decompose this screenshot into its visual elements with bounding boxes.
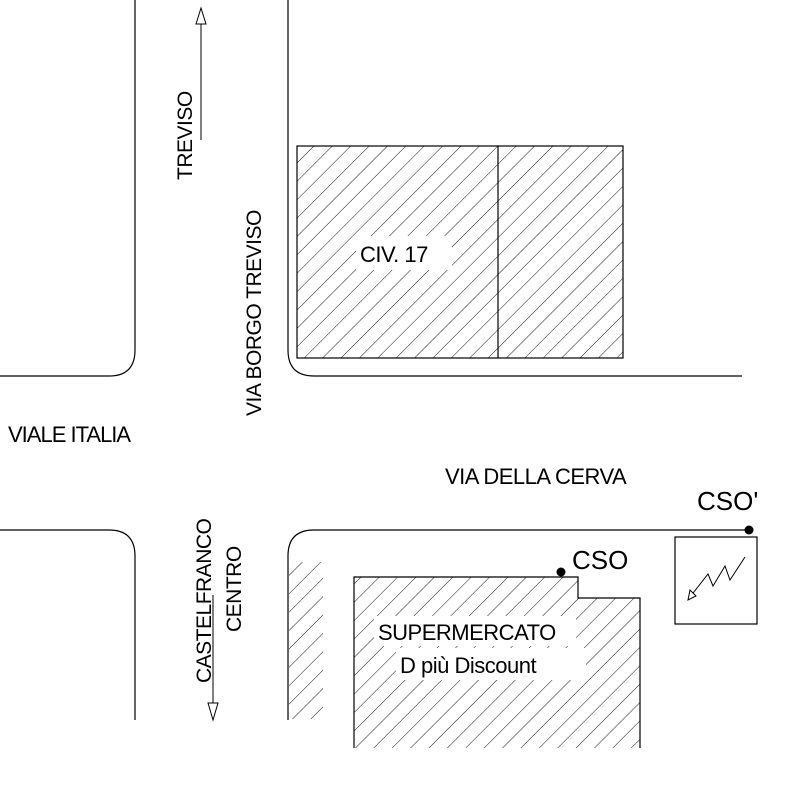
building-label-discount: D più Discount [400, 653, 536, 678]
building-label-supermercato: SUPERMERCATO [378, 620, 556, 645]
street-label-via-della-cerva: VIA DELLA CERVA [445, 464, 627, 489]
road-edge-top-right [287, 0, 742, 377]
direction-label-treviso: TREVISO [174, 91, 197, 180]
arrow-down-icon [207, 702, 219, 722]
cso-prime-dot [744, 525, 754, 535]
building-supermercato [353, 576, 641, 748]
arrow-up-icon [195, 6, 207, 25]
road-edge-top-left [0, 0, 136, 377]
labels: VIALE ITALIA VIA DELLA CERVA VIA BORGO T… [8, 91, 758, 683]
electrical-cabinet [674, 536, 758, 625]
hatched-strip [289, 562, 323, 719]
cso-dot [556, 567, 566, 577]
building-label-civ17: CIV. 17 [360, 242, 428, 267]
point-label-cso-prime: CSO' [697, 486, 758, 516]
direction-label-castelfranco: CASTELFRANCO [193, 518, 216, 683]
lightning-icon [689, 556, 746, 598]
street-label-viale-italia: VIALE ITALIA [8, 422, 131, 447]
direction-label-centro: CENTRO [223, 546, 246, 632]
connection-points [556, 525, 754, 577]
street-label-via-borgo-treviso: VIA BORGO TREVISO [243, 210, 266, 416]
direction-arrows [195, 6, 219, 722]
building-civ17 [296, 145, 624, 359]
road-edges [0, 0, 752, 720]
road-edge-bottom-right [287, 529, 752, 720]
point-label-cso: CSO [572, 545, 628, 575]
lightning-arrowhead-icon [687, 588, 697, 601]
road-edge-bottom-left [0, 529, 136, 720]
